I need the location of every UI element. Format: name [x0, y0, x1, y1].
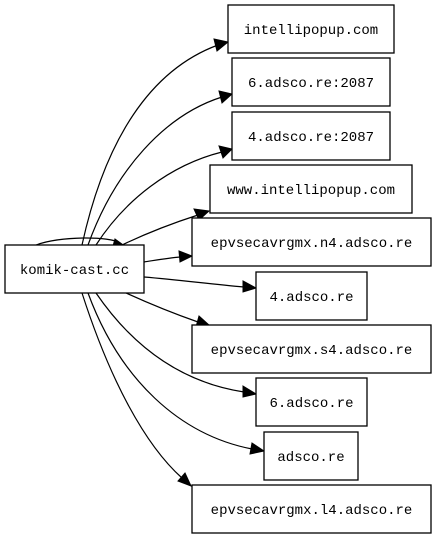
node-6-adsco-re-2087[interactable]: 6.adsco.re:2087: [231, 57, 391, 107]
node-label: 6.adsco.re: [269, 396, 353, 412]
node-komik-cast-cc[interactable]: komik-cast.cc: [4, 244, 145, 294]
node-epvsecavrgmx-n4-adsco-re[interactable]: epvsecavrgmx.n4.adsco.re: [191, 217, 432, 267]
node-label: adsco.re: [277, 450, 344, 466]
node-6-adsco-re[interactable]: 6.adsco.re: [255, 377, 368, 427]
edge-to-intellipopup-com: [81, 38, 230, 246]
node-4-adsco-re-2087[interactable]: 4.adsco.re:2087: [231, 111, 391, 161]
node-adsco-re[interactable]: adsco.re: [263, 431, 359, 481]
edge-to-6-adsco-re-2087: [87, 90, 234, 246]
edge-to-epvsecavrgmx-l4: [81, 292, 192, 487]
edge-to-www-intellipopup-com: [121, 208, 211, 246]
node-label: www.intellipopup.com: [227, 183, 395, 199]
node-label: komik-cast.cc: [20, 263, 129, 279]
edge-to-6-adsco-re: [95, 292, 258, 398]
node-label: 4.adsco.re: [269, 290, 353, 306]
node-www-intellipopup-com[interactable]: www.intellipopup.com: [209, 164, 413, 214]
edges: [35, 38, 266, 487]
edge-to-4-adsco-re: [143, 276, 258, 293]
edge-to-epvsecavrgmx-n4: [143, 250, 194, 263]
node-label: intellipopup.com: [244, 23, 378, 39]
node-epvsecavrgmx-s4-adsco-re[interactable]: epvsecavrgmx.s4.adsco.re: [191, 324, 432, 374]
node-4-adsco-re[interactable]: 4.adsco.re: [255, 271, 368, 321]
edge-to-4-adsco-re-2087: [95, 145, 233, 246]
node-epvsecavrgmx-l4-adsco-re[interactable]: epvsecavrgmx.l4.adsco.re: [191, 484, 432, 534]
node-label: 6.adsco.re:2087: [248, 76, 374, 92]
edge-to-epvsecavrgmx-s4: [125, 292, 212, 328]
nodes: komik-cast.cc intellipopup.com 6.adsco.r…: [4, 4, 432, 534]
edge-to-adsco-re: [87, 292, 266, 455]
node-label: 4.adsco.re:2087: [248, 130, 374, 146]
node-label: epvsecavrgmx.n4.adsco.re: [211, 236, 413, 252]
node-intellipopup-com[interactable]: intellipopup.com: [227, 4, 395, 54]
node-label: epvsecavrgmx.l4.adsco.re: [211, 503, 413, 519]
node-label: epvsecavrgmx.s4.adsco.re: [211, 343, 413, 359]
